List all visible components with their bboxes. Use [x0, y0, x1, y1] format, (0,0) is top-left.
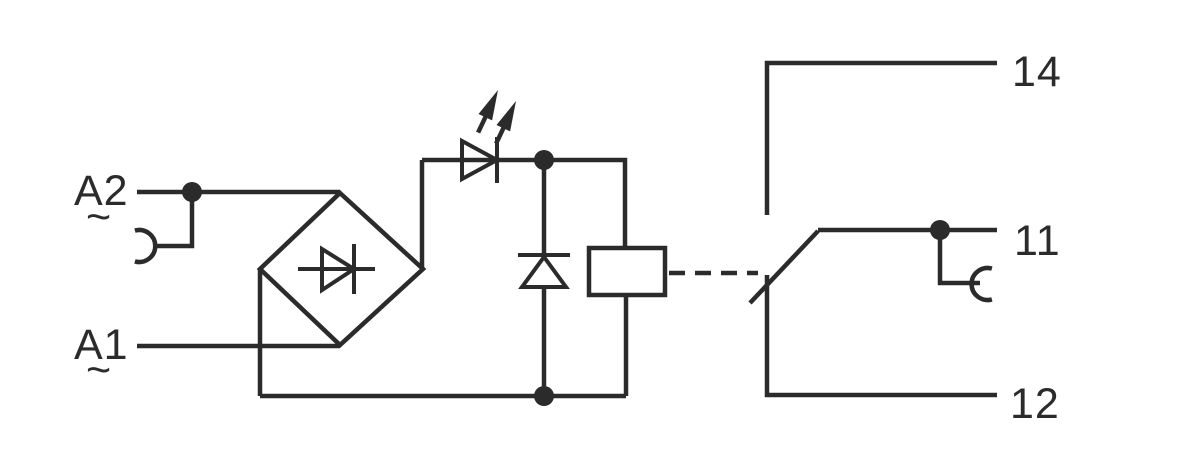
terminal-12-label: 12	[1010, 380, 1060, 428]
dc-negative-rail	[257, 269, 626, 406]
a2-socket-branch-wire	[156, 192, 195, 249]
terminal-a1-label: A1	[74, 321, 129, 369]
diode-triangle	[518, 253, 570, 289]
terminal-a2-label: A2	[74, 167, 129, 215]
terminal-11-socket-branch-wire	[937, 230, 980, 286]
terminal-a1-ac-symbol: ~	[86, 346, 111, 394]
terminal-a1: A1 ~	[74, 321, 340, 394]
changeover-contact-icon	[748, 60, 997, 398]
contact-arm	[748, 229, 820, 305]
bridge-diamond	[256, 189, 427, 349]
led-emission-arrow-2	[494, 101, 516, 145]
relay-coil-box	[586, 245, 668, 298]
terminal-12-wire	[764, 275, 997, 398]
dc-positive-rail	[419, 150, 628, 269]
freewheeling-diode-icon	[518, 160, 570, 396]
terminal-14-label: 14	[1012, 48, 1062, 96]
contact-terminal-labels: 14 11 12	[1010, 48, 1062, 428]
relay-coil-icon	[586, 245, 668, 396]
terminal-a2-ac-symbol: ~	[86, 193, 111, 241]
a2-socket-contact-icon	[134, 227, 158, 265]
terminal-11-socket-contact-icon	[969, 265, 993, 303]
terminal-14-wire	[764, 60, 997, 215]
led-emission-arrow-1	[476, 90, 498, 134]
bridge-rectifier-icon	[256, 189, 427, 349]
led-icon	[460, 90, 516, 183]
bridge-diode-triangle	[320, 245, 358, 294]
top-rail-wire	[422, 157, 628, 248]
terminal-11-label: 11	[1014, 217, 1061, 265]
terminal-a2: A2 ~	[74, 167, 340, 265]
led-triangle	[460, 137, 502, 183]
